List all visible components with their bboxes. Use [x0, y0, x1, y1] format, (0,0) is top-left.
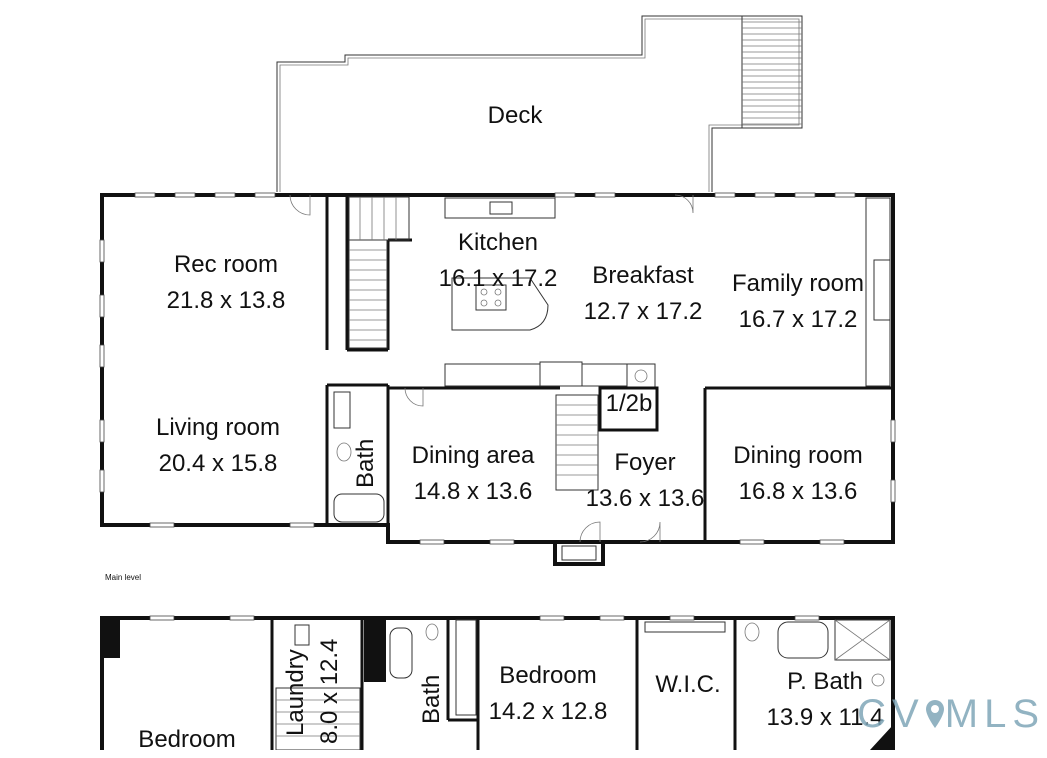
dining-area-size: 14.8 x 13.6	[413, 478, 533, 505]
upper-level-fills	[104, 620, 893, 750]
family-room-label: Family room 16.7 x 17.2	[732, 266, 864, 338]
level-label: Main level	[105, 573, 142, 582]
breakfast-label: Breakfast 12.7 x 17.2	[584, 258, 703, 330]
laundry-size: 8.0 x 12.4	[316, 638, 343, 744]
rec-room-size: 21.8 x 13.8	[166, 287, 286, 314]
kitchen-name: Kitchen	[457, 229, 539, 256]
living-room-name: Living room	[155, 414, 281, 441]
bath-upper-name: Bath	[418, 674, 445, 724]
mls-watermark: CV MLS	[857, 692, 1045, 737]
half-bath-label: 1/2b	[606, 386, 653, 422]
laundry-name: Laundry	[282, 649, 309, 736]
deck-label: Deck	[488, 98, 543, 134]
main-stairs	[348, 196, 410, 349]
dining-room-size: 16.8 x 13.6	[738, 478, 858, 505]
rec-room-name: Rec room	[173, 251, 279, 278]
bath-upper-label: Bath	[418, 675, 446, 724]
door-swings	[289, 194, 694, 543]
upper-level-walls	[100, 616, 895, 750]
laundry-label: Laundry	[282, 649, 310, 736]
half-bath-walls	[598, 386, 659, 432]
bath-main-label: Bath	[352, 439, 380, 488]
family-room-name: Family room	[731, 270, 865, 297]
watermark-after: MLS	[944, 692, 1045, 736]
main-level-windows	[99, 192, 896, 545]
half-bath-name: 1/2b	[605, 390, 653, 417]
breakfast-name: Breakfast	[592, 262, 694, 289]
main-bath-fixtures	[333, 391, 385, 523]
main-level-walls	[100, 193, 895, 544]
dining-room-name: Dining room	[733, 442, 863, 469]
p-bath-label: P. Bath 13.9 x 11.4	[767, 664, 884, 736]
dining-room-label: Dining room 16.8 x 13.6	[733, 438, 862, 510]
foyer-label: Foyer 13.6 x 13.6	[586, 445, 705, 517]
bedroom-left-name: Bedroom	[138, 726, 236, 753]
p-bath-size: 13.9 x 11.4	[766, 704, 884, 731]
bedroom-right-size: 14.2 x 12.8	[488, 698, 608, 725]
foyer-stairs	[555, 394, 599, 491]
wic-label: W.I.C.	[655, 667, 720, 703]
location-pin-icon	[925, 700, 944, 728]
deck-name: Deck	[487, 102, 543, 129]
upper-level-windows	[149, 615, 820, 621]
upper-level-fixtures	[275, 619, 891, 750]
watermark-before: CV	[857, 692, 925, 736]
laundry-size-label: 8.0 x 12.4	[316, 639, 344, 744]
front-step	[553, 540, 605, 566]
bath-main-name: Bath	[352, 438, 379, 488]
living-room-label: Living room 20.4 x 15.8	[156, 410, 280, 482]
rec-room-label: Rec room 21.8 x 13.8	[167, 247, 286, 319]
dining-area-label: Dining area 14.8 x 13.6	[412, 438, 535, 510]
family-room-size: 16.7 x 17.2	[738, 306, 858, 333]
breakfast-size: 12.7 x 17.2	[583, 298, 703, 325]
foyer-name: Foyer	[614, 449, 676, 476]
wic-name: W.I.C.	[655, 671, 721, 698]
p-bath-name: P. Bath	[787, 668, 863, 695]
dining-area-name: Dining area	[411, 442, 535, 469]
living-room-size: 20.4 x 15.8	[158, 450, 278, 477]
bedroom-right-name: Bedroom	[499, 662, 597, 689]
deck-stairs	[741, 15, 803, 129]
kitchen-size: 16.1 x 17.2	[438, 265, 558, 292]
bedroom-right-label: Bedroom 14.2 x 12.8	[489, 658, 608, 730]
foyer-size: 13.6 x 13.6	[585, 485, 705, 512]
kitchen-fixtures	[444, 197, 891, 389]
kitchen-label: Kitchen 16.1 x 17.2	[439, 225, 558, 297]
bedroom-left-label: Bedroom	[138, 722, 235, 758]
